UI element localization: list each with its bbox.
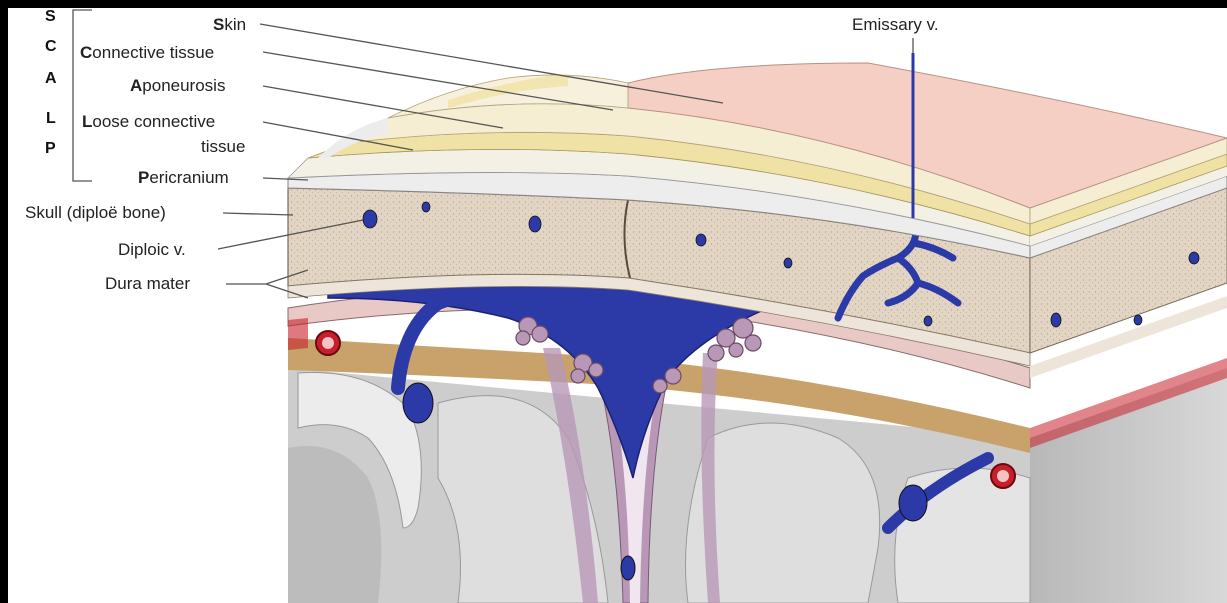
acronym-letter-s: S — [45, 8, 56, 25]
acronym-letter-p: P — [45, 140, 56, 157]
label-skin: Skin — [213, 15, 246, 34]
label-loose-connective-line2: tissue — [201, 137, 245, 156]
acronym-letter-l: L — [46, 110, 56, 127]
label-skull: Skull (diploë bone) — [25, 203, 166, 222]
label-aponeurosis: Aponeurosis — [130, 76, 225, 95]
label-emissary-vein: Emissary v. — [852, 15, 939, 34]
label-dura-mater: Dura mater — [105, 274, 190, 293]
label-connective-tissue: Connective tissue — [80, 43, 214, 62]
acronym-letter-a: A — [45, 70, 57, 87]
scalp-cross-section-diagram: S C A L P Skin Connective tissue Aponeur… — [8, 8, 1227, 603]
acronym-letter-c: C — [45, 38, 57, 55]
label-pericranium: Pericranium — [138, 168, 229, 187]
label-diploic-vein: Diploic v. — [118, 240, 186, 259]
label-loose-connective: Loose connective — [82, 112, 215, 131]
